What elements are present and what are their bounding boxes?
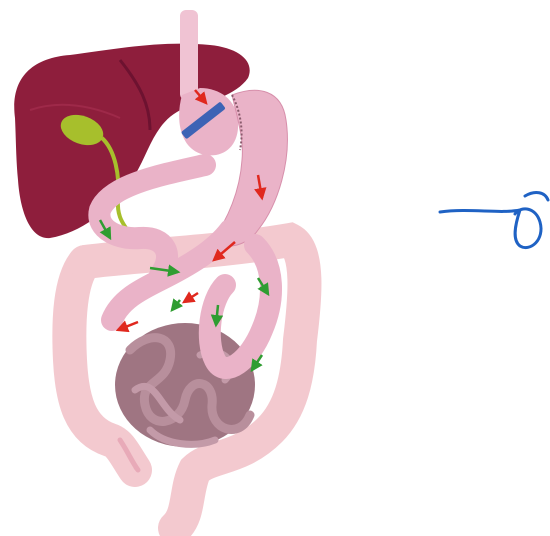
small-bowel xyxy=(115,323,255,447)
esophagus xyxy=(180,10,198,100)
suture-needle-icon xyxy=(440,193,548,248)
